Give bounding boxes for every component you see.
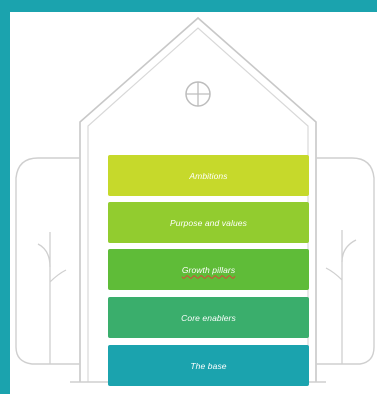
block-ambitions: Ambitions [108,155,309,196]
tree-left-icon [15,157,80,365]
block-label: Ambitions [189,170,228,181]
block-label: Core enablers [181,312,236,323]
house-roof-outer [79,16,317,382]
block-label: Purpose and values [170,217,247,228]
block-the-base: The base [108,345,309,386]
house-diagram: Ambitions Purpose and values Growth pill… [10,12,377,394]
block-purpose-and-values: Purpose and values [108,202,309,243]
block-label: The base [190,360,227,371]
block-growth-pillars: Growth pillars [108,249,309,290]
tree-right-icon [316,157,375,365]
block-label: Growth pillars [181,264,236,275]
block-core-enablers: Core enablers [108,297,309,338]
round-window-icon [185,81,211,107]
